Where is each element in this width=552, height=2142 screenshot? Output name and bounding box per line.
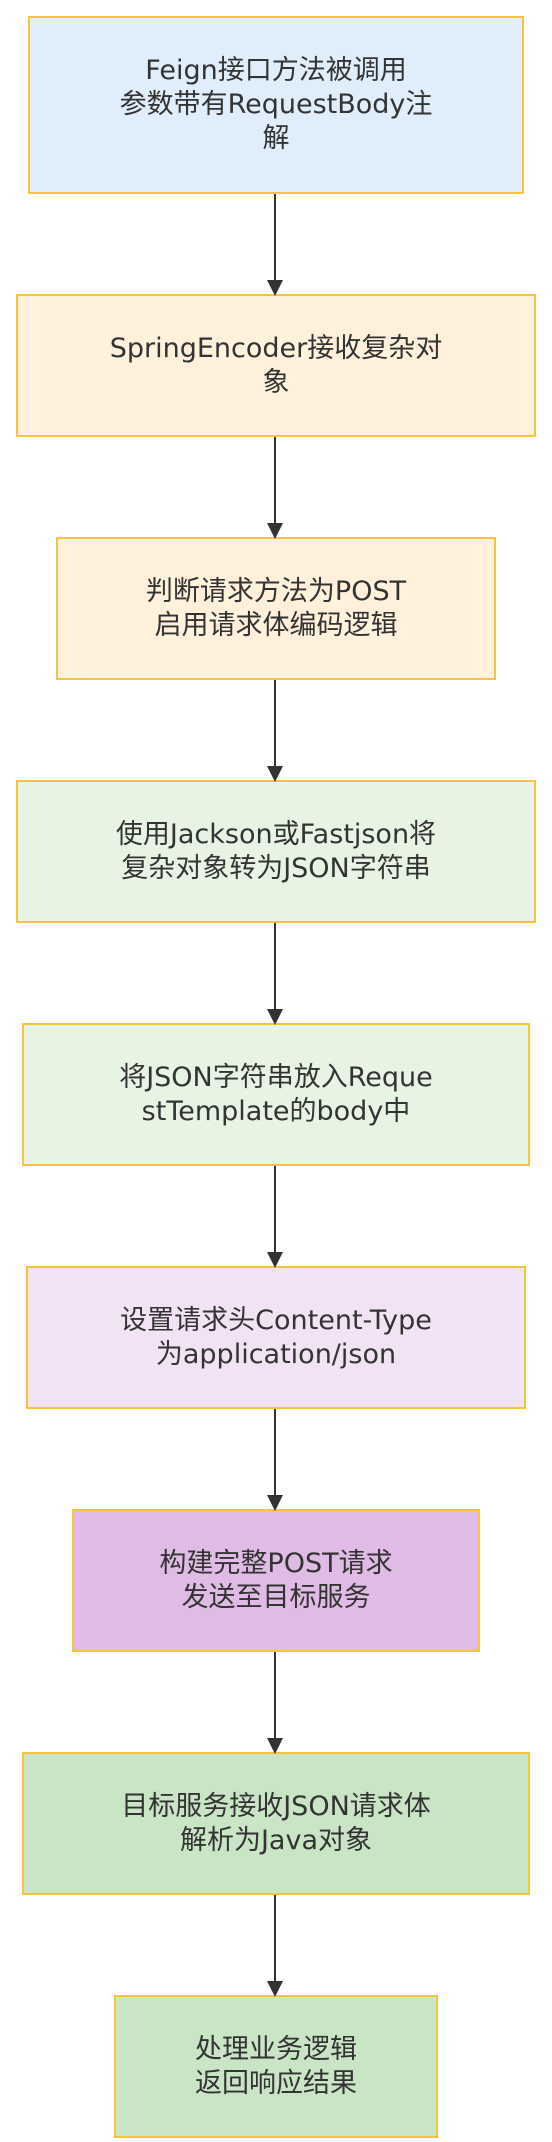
arrow-8-to-9 <box>267 1895 283 1997</box>
step-7-build-post-request: 构建完整POST请求 发送至目标服务 <box>72 1509 480 1652</box>
step-7-label: 构建完整POST请求 发送至目标服务 <box>159 1547 393 1613</box>
step-1-label: Feign接口方法被调用 参数带有RequestBody注 解 <box>119 55 433 154</box>
arrow-6-to-7 <box>267 1409 283 1511</box>
step-2-spring-encoder: SpringEncoder接收复杂对 象 <box>16 294 536 437</box>
step-3-check-post-method: 判断请求方法为POST 启用请求体编码逻辑 <box>56 537 496 680</box>
step-8-label: 目标服务接收JSON请求体 解析为Java对象 <box>121 1790 431 1856</box>
step-3-label: 判断请求方法为POST 启用请求体编码逻辑 <box>145 575 407 641</box>
step-6-set-content-type: 设置请求头Content-Type 为application/json <box>26 1266 526 1409</box>
step-2-label: SpringEncoder接收复杂对 象 <box>109 332 443 398</box>
step-4-label: 使用Jackson或Fastjson将 复杂对象转为JSON字符串 <box>115 818 437 884</box>
arrow-1-to-2 <box>267 194 283 296</box>
step-9-label: 处理业务逻辑 返回响应结果 <box>195 2033 357 2099</box>
step-4-serialize-json: 使用Jackson或Fastjson将 复杂对象转为JSON字符串 <box>16 780 536 923</box>
step-1-feign-method-called: Feign接口方法被调用 参数带有RequestBody注 解 <box>28 16 524 194</box>
arrow-7-to-8 <box>267 1652 283 1754</box>
step-8-receive-json: 目标服务接收JSON请求体 解析为Java对象 <box>22 1752 530 1895</box>
arrow-3-to-4 <box>267 680 283 782</box>
step-9-process-business: 处理业务逻辑 返回响应结果 <box>114 1995 438 2138</box>
arrow-5-to-6 <box>267 1166 283 1268</box>
step-5-put-into-body: 将JSON字符串放入Reque stTemplate的body中 <box>22 1023 530 1166</box>
step-6-label: 设置请求头Content-Type 为application/json <box>120 1304 432 1370</box>
step-5-label: 将JSON字符串放入Reque stTemplate的body中 <box>119 1061 433 1127</box>
arrow-2-to-3 <box>267 437 283 539</box>
arrow-4-to-5 <box>267 923 283 1025</box>
